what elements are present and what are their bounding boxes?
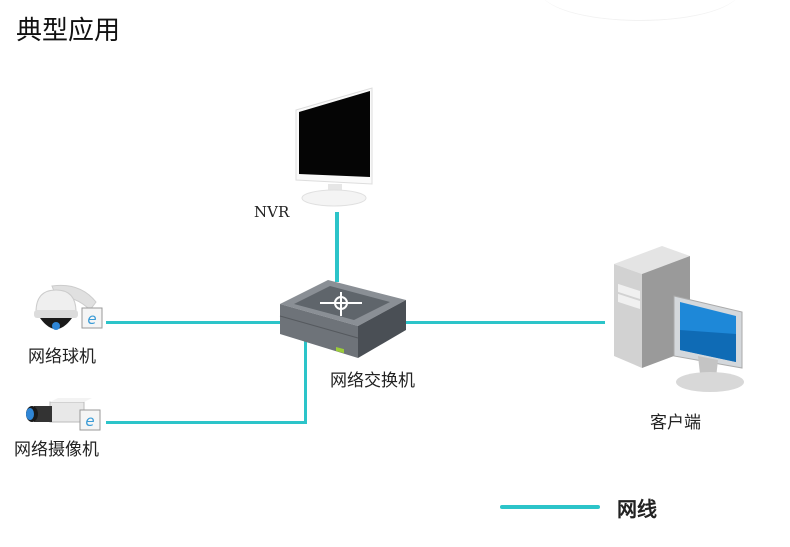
svg-text:e: e: [87, 310, 96, 328]
network-switch-icon: [279, 280, 406, 358]
cable-box-switch-h: [106, 421, 307, 424]
svg-text:e: e: [85, 412, 94, 430]
desktop-computer-icon: [614, 246, 744, 392]
dome-camera-icon: e: [34, 284, 103, 330]
cable-box-switch-v: [304, 330, 307, 424]
cable-dome-switch: [106, 321, 286, 324]
dome-camera-label: 网络球机: [28, 347, 96, 367]
page-title: 典型应用: [16, 16, 121, 46]
nvr-label: NVR: [254, 203, 290, 221]
legend-cable-swatch: [500, 505, 600, 509]
client-label: 客户端: [650, 413, 701, 433]
monitor-icon: [295, 87, 373, 207]
cable-nvr-switch: [335, 212, 339, 282]
legend-cable-label: 网线: [617, 497, 657, 521]
switch-label: 网络交换机: [330, 371, 415, 391]
box-camera-icon: e: [26, 398, 101, 431]
decorative-curve: [540, 0, 740, 21]
box-camera-label: 网络摄像机: [14, 440, 99, 460]
cable-switch-client: [395, 321, 605, 324]
